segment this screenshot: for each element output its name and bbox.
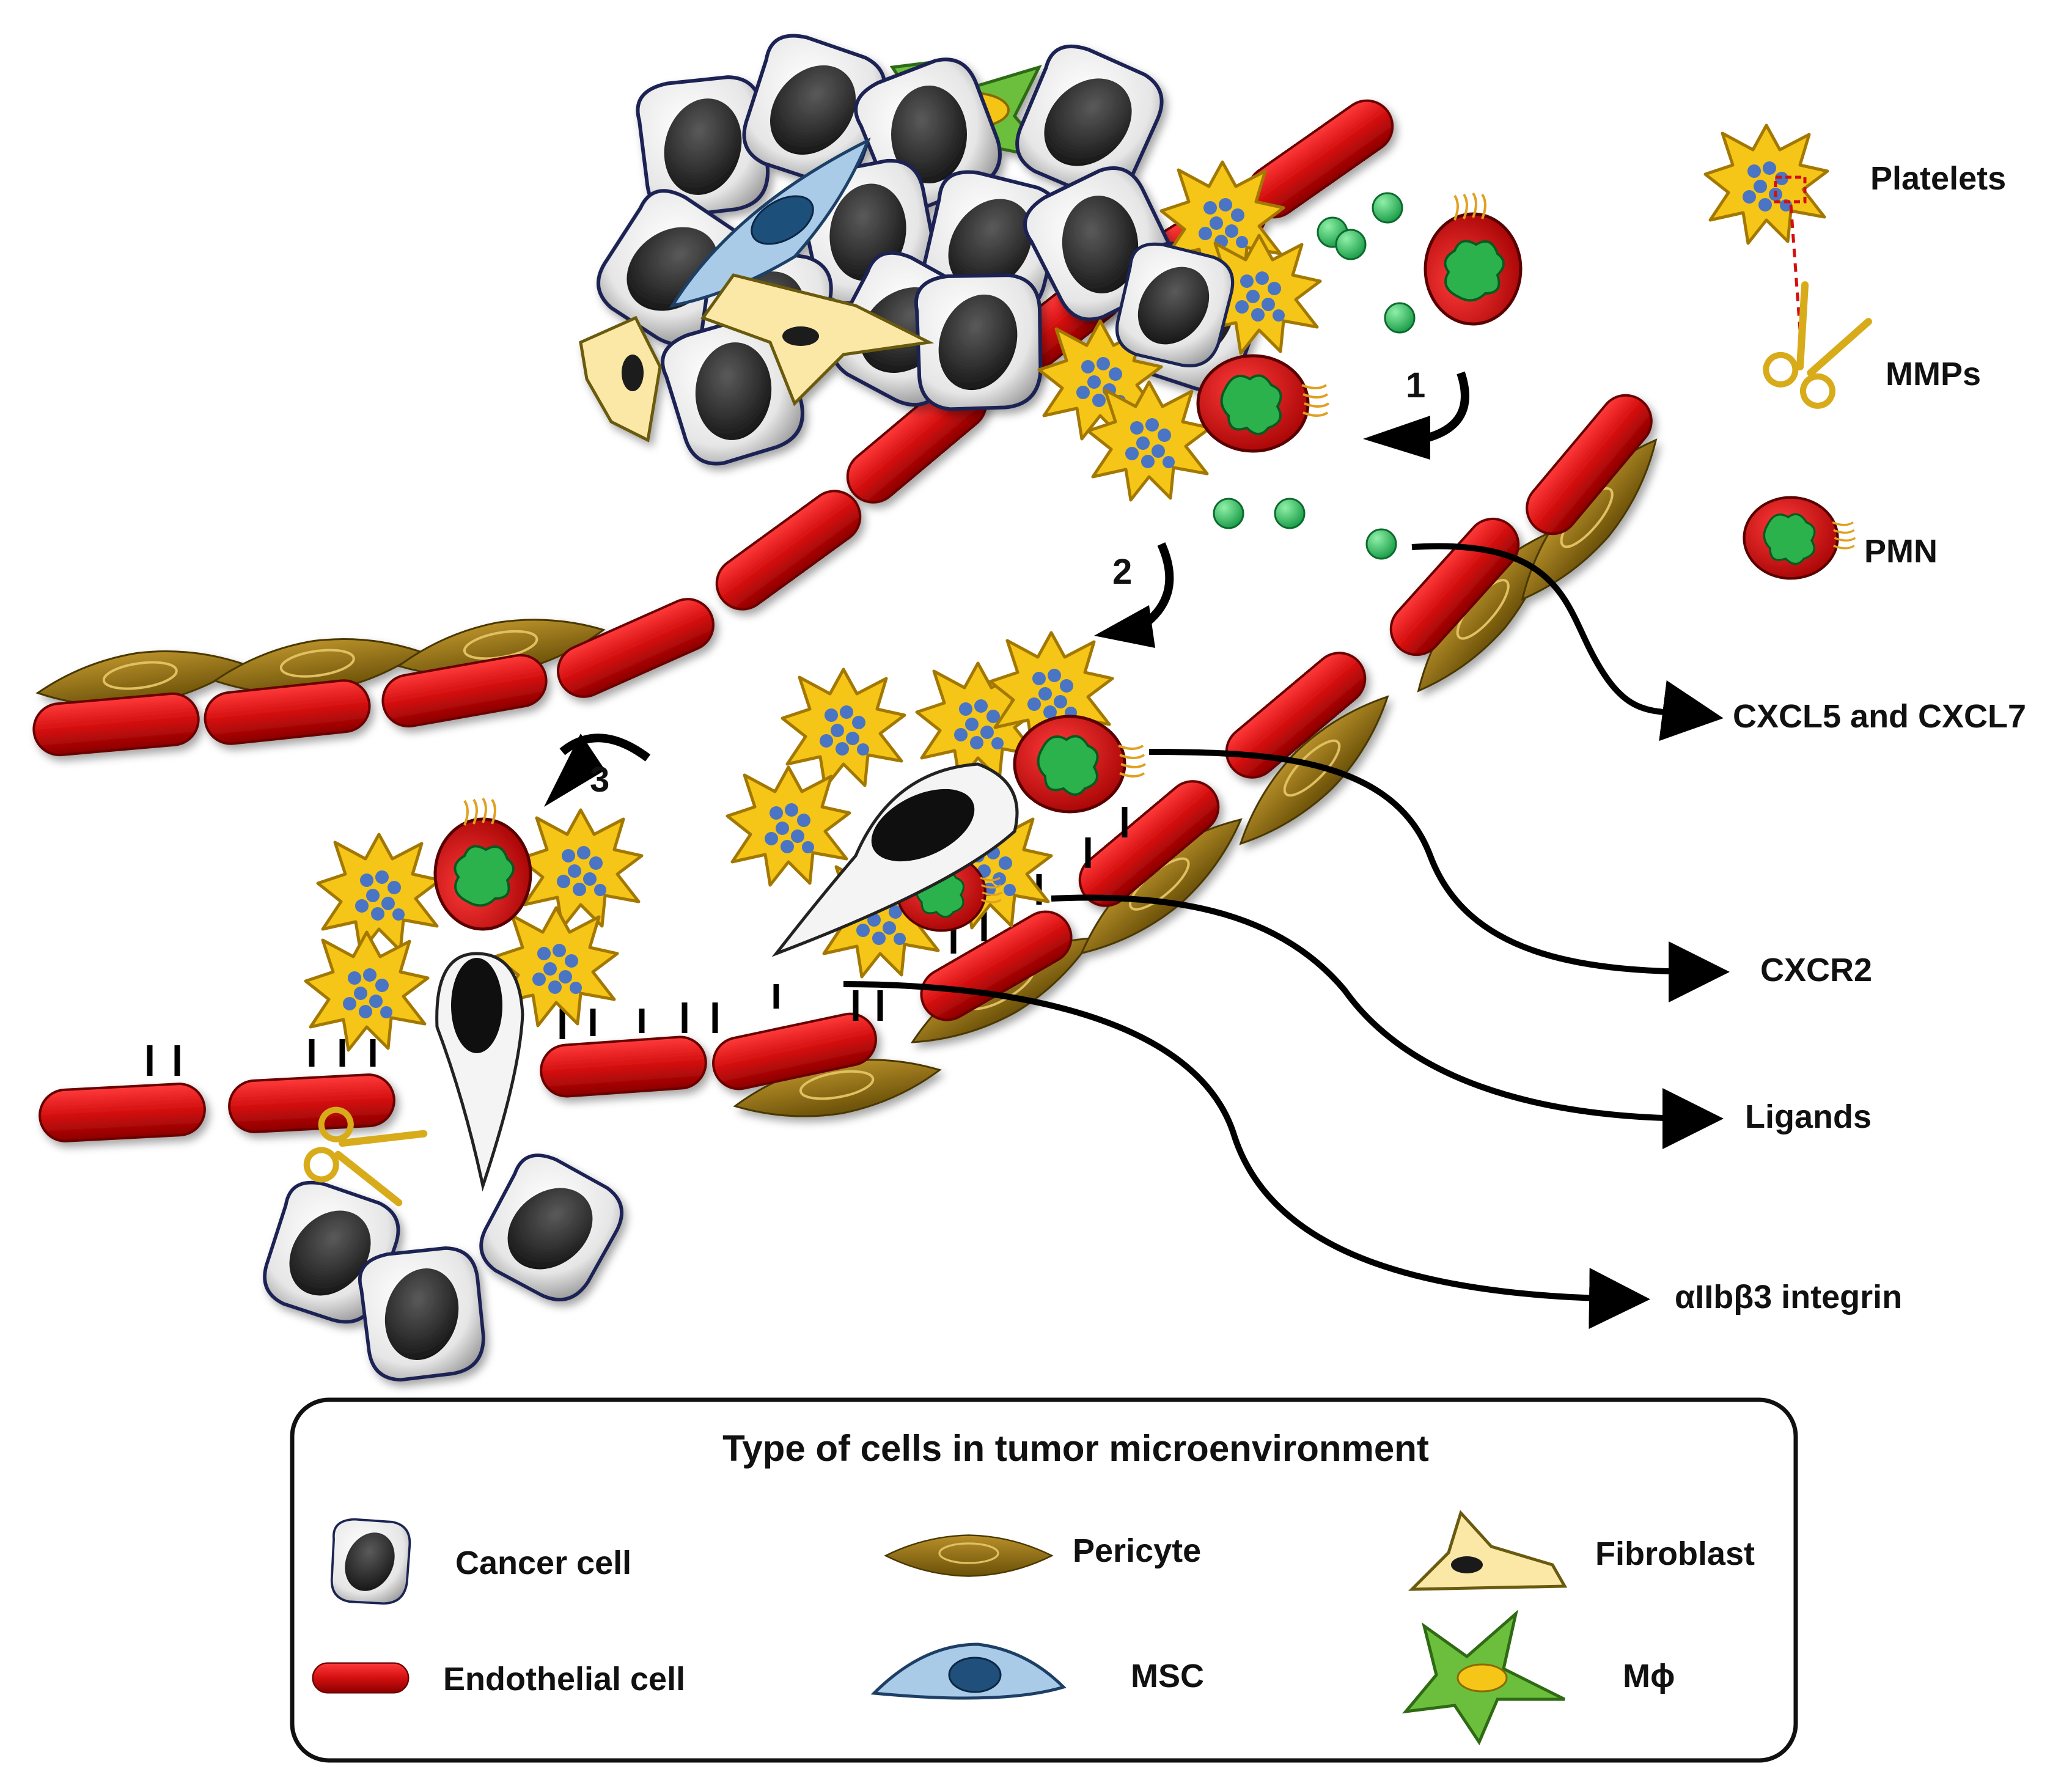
legend-item-macrophage: Mϕ	[1402, 1609, 1675, 1746]
platelet	[782, 669, 905, 787]
escaped-cancer-cells	[257, 1145, 633, 1387]
endothelial-cell	[228, 1073, 395, 1133]
legend-label-msc: MSC	[1131, 1658, 1204, 1694]
endothelial-cell-icon	[312, 1662, 410, 1694]
extravasating-cancer-cell	[771, 762, 1019, 957]
zoom-link	[1789, 204, 1802, 331]
callout-connectors	[843, 543, 1730, 1329]
platelet-icon	[1705, 125, 1828, 243]
extravasating-cancer-cell	[437, 954, 523, 1186]
legend-item-msc: MSC	[870, 1642, 1204, 1700]
msc-cell	[669, 137, 871, 308]
mmp-scissors-icon	[1755, 285, 1873, 411]
tumor-mass	[579, 28, 1272, 476]
lower-right-cluster	[727, 633, 1145, 977]
endothelial-cell	[201, 677, 373, 748]
legend-label-macrophage: Mϕ	[1623, 1658, 1675, 1694]
cancer-cell	[911, 268, 1048, 414]
cxcr2-connector	[1148, 749, 1730, 1002]
zoom-box	[1774, 175, 1807, 204]
cancer-cell-icon	[330, 1518, 411, 1605]
legend-item-cancer: Cancer cell	[330, 1518, 631, 1605]
legend-item-fibroblast: Fibroblast	[1408, 1510, 1755, 1591]
legend-box: Type of cells in tumor microenvironment …	[290, 1397, 1798, 1763]
legend-label-pericyte: Pericyte	[1073, 1532, 1201, 1569]
platelet	[306, 932, 428, 1050]
ligands-label: Ligands	[1745, 1098, 1872, 1135]
platelet	[318, 834, 440, 952]
legend-title: Type of cells in tumor microenvironment	[722, 1428, 1429, 1469]
cancer-cell	[470, 1145, 633, 1312]
step-1-label: 1	[1406, 366, 1425, 405]
key-pmn: PMN	[1744, 498, 1938, 579]
endothelial-cell	[39, 1083, 206, 1142]
endothelial-cell	[538, 1034, 709, 1100]
endothelial-cell	[548, 589, 723, 707]
cancer-cell	[353, 1240, 493, 1388]
chemokine-dot	[1274, 498, 1306, 529]
key-mmps: MMPs	[1755, 285, 1981, 411]
fibroblast-cell	[700, 273, 935, 406]
step-1-arrow: 1	[1363, 366, 1469, 460]
legend-label-fibroblast: Fibroblast	[1595, 1535, 1755, 1572]
cxcl-label: CXCL5 and CXCL7	[1733, 698, 2026, 735]
platelet	[727, 767, 850, 885]
chemokine-dot	[1384, 302, 1416, 334]
pmn-cell	[1015, 716, 1145, 812]
cxcl-connector	[1411, 543, 1724, 741]
step-2-arrow: 2	[1094, 542, 1174, 648]
legend-label-cancer: Cancer cell	[455, 1545, 631, 1581]
fibroblast-cell-icon	[1408, 1510, 1568, 1591]
platelet	[520, 810, 642, 928]
ligands-connector	[1051, 894, 1724, 1149]
fibroblast-cell	[579, 315, 662, 443]
platelets-label: Platelets	[1870, 160, 2006, 197]
legend-item-pericyte: Pericyte	[884, 1532, 1201, 1578]
chemokine-dot	[1365, 528, 1397, 560]
cxcr2-label: CXCR2	[1760, 952, 1872, 988]
legend-label-endothelial: Endothelial cell	[443, 1661, 685, 1697]
chemokine-dot	[1372, 192, 1403, 224]
pmn-cell	[1425, 193, 1521, 324]
integrin-label: αIIbβ3 integrin	[1675, 1279, 1902, 1315]
step-3-arrow: 3	[544, 734, 651, 807]
endothelial-cell	[707, 481, 870, 620]
step-3-label: 3	[590, 760, 609, 800]
pmn-label: PMN	[1864, 533, 1938, 570]
legend-item-endothelial: Endothelial cell	[312, 1661, 685, 1697]
chemokine-dot	[1213, 498, 1244, 529]
chemokine-dot	[1335, 229, 1367, 260]
mmps-label: MMPs	[1886, 356, 1981, 392]
integrin-connector	[843, 981, 1650, 1329]
pmn-icon	[1744, 498, 1856, 579]
pmn-cell	[1198, 356, 1329, 451]
ligand-sticks	[147, 807, 1128, 1076]
pmn-cell	[435, 798, 531, 929]
step-2-label: 2	[1112, 552, 1132, 592]
endothelial-cell	[30, 690, 202, 759]
step-arrows: 1 2 3	[544, 366, 1469, 807]
key-platelets: Platelets	[1705, 125, 2006, 243]
